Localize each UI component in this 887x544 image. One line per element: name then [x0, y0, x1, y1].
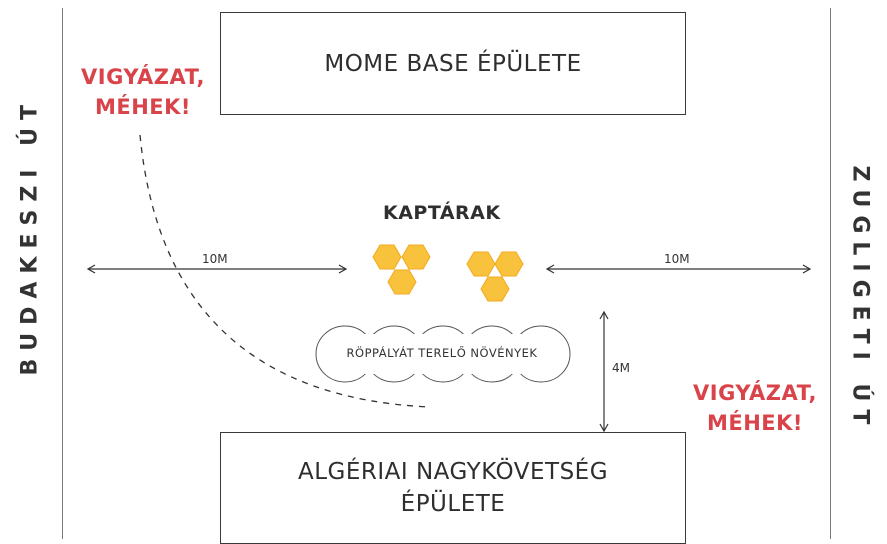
- left-road-edge: [62, 8, 63, 539]
- algerian-embassy-building: ALGÉRIAI NAGYKÖVETSÉG ÉPÜLETE: [220, 432, 686, 544]
- hive-group-right: [466, 251, 524, 302]
- zugligeti-road-label: ZUGLIGETI ÚT: [847, 165, 873, 433]
- hive-cell: [480, 276, 510, 302]
- warning-line1: VIGYÁZAT,: [81, 65, 205, 89]
- embassy-label-line2: ÉPÜLETE: [400, 491, 506, 517]
- warning-line2: MÉHEK!: [94, 95, 191, 119]
- hive-cell: [466, 251, 496, 277]
- bee-warning-top-left: VIGYÁZAT, MÉHEK!: [68, 62, 218, 122]
- flight-path-plants-label: RÖPPÁLYÁT TERELŐ NÖVÉNYEK: [346, 346, 538, 360]
- embassy-label-line1: ALGÉRIAI NAGYKÖVETSÉG: [297, 459, 609, 485]
- hive-group-left: [372, 244, 431, 295]
- budakeszi-road-label: BUDAKESZI ÚT: [17, 96, 43, 376]
- hive-cell: [401, 244, 431, 270]
- flight-path-curve: [139, 134, 431, 408]
- warning-line2: MÉHEK!: [706, 411, 803, 435]
- hives-title: KAPTÁRAK: [383, 202, 501, 224]
- bee-warning-bottom-right: VIGYÁZAT, MÉHEK!: [680, 378, 830, 438]
- right-road-edge: [830, 8, 831, 539]
- left-distance-label: 10M: [202, 252, 228, 266]
- hive-cell: [372, 244, 402, 270]
- vertical-distance-label: 4M: [612, 361, 630, 375]
- right-distance-label: 10M: [664, 252, 690, 266]
- hive-cell: [387, 269, 417, 295]
- mome-base-building: MOME BASE ÉPÜLETE: [220, 12, 686, 115]
- hive-cell: [494, 251, 524, 277]
- mome-base-label: MOME BASE ÉPÜLETE: [324, 50, 582, 77]
- warning-line1: VIGYÁZAT,: [693, 381, 817, 405]
